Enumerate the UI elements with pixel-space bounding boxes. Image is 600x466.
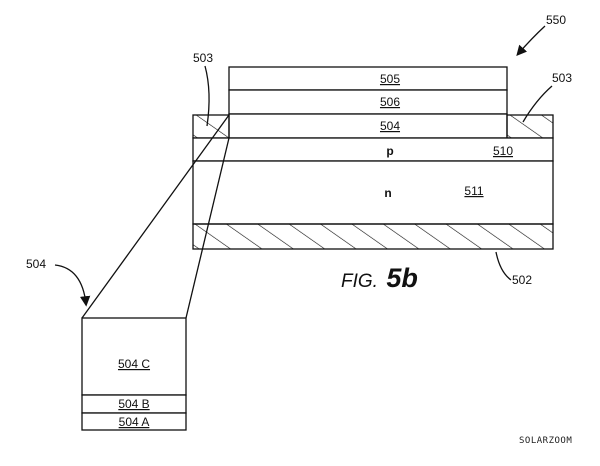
projection-lines [81, 114, 230, 319]
callout-504-left: 504 [26, 257, 46, 271]
label-505: 505 [380, 72, 400, 86]
layer-502-hatched [192, 223, 554, 250]
label-n: n [384, 186, 391, 200]
top-stack: 505 506 504 [228, 66, 508, 139]
label-504c: 504 C [118, 357, 150, 371]
callout-503-right: 503 [552, 71, 572, 85]
label-p: p [386, 144, 393, 158]
callout-502: 502 [512, 273, 532, 287]
label-504: 504 [380, 119, 400, 133]
layer-504 [228, 113, 508, 139]
inset-504c [81, 317, 187, 396]
caption-prefix: FIG. [341, 271, 378, 292]
leader-504-left [54, 264, 91, 307]
label-504b: 504 B [118, 397, 149, 411]
hatch-503-left [192, 114, 230, 139]
label-511: 511 [464, 184, 483, 198]
leader-503-right [522, 85, 553, 123]
callout-503-left: 503 [193, 51, 213, 65]
label-504a: 504 A [119, 415, 150, 429]
hatched-503-regions [192, 114, 554, 139]
hatch-503-right [506, 114, 554, 139]
label-510: 510 [493, 144, 513, 158]
layer-505 [228, 66, 508, 91]
layer-n-511 [192, 160, 554, 225]
label-550: 550 [546, 13, 566, 27]
inset-504a [81, 412, 187, 431]
inset-504-detail: 504 C 504 B 504 A [81, 317, 187, 431]
leader-502 [495, 251, 512, 281]
layer-506 [228, 89, 508, 115]
caption-number: 5b [386, 263, 418, 293]
label-506: 506 [380, 95, 400, 109]
arrow-550 [516, 25, 546, 56]
watermark: SOLARZOOM [519, 436, 572, 446]
leader-503-left [204, 65, 210, 127]
figure-caption: FIG. 5b [341, 263, 418, 293]
